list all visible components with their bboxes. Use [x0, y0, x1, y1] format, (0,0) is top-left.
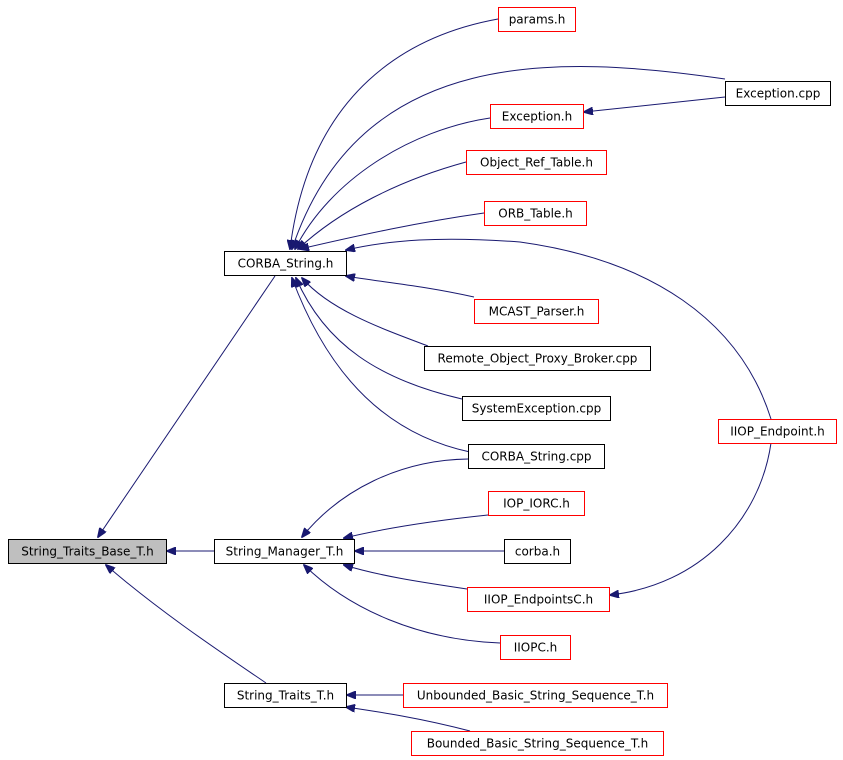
node-label-iiop-endpointsc-h: IIOP_EndpointsC.h: [484, 593, 593, 607]
node-label-object-ref-table-h: Object_Ref_Table.h: [480, 156, 593, 170]
edge-iiop-endpointsc-h-to-string-manager-t-h: [344, 565, 468, 590]
node-string-traits-t-h[interactable]: String_Traits_T.h: [224, 683, 347, 708]
node-label-string-manager-t-h: String_Manager_T.h: [226, 545, 344, 559]
node-box-corba-string-h: [224, 251, 347, 276]
edge-string-traits-t-h-to-string-traits-base-t-h: [106, 565, 267, 684]
node-label-unbounded-basic-string-sequence-t-h: Unbounded_Basic_String_Sequence_T.h: [417, 689, 654, 703]
node-corba-h[interactable]: corba.h: [504, 539, 571, 564]
node-exception-h[interactable]: Exception.h: [490, 104, 584, 129]
edge-corba-string-h-to-string-traits-base-t-h: [98, 275, 276, 537]
node-box-iiop-endpoint-h: [718, 419, 837, 444]
node-box-corba-string-cpp: [468, 444, 605, 469]
node-label-corba-string-h: CORBA_String.h: [238, 257, 334, 271]
node-label-systemexception-cpp: SystemException.cpp: [472, 402, 601, 416]
node-box-string-traits-t-h: [224, 683, 347, 708]
edge-systemexception-cpp-to-corba-string-h: [296, 278, 463, 400]
node-box-iiopc-h: [500, 635, 571, 660]
node-iiop-endpointsc-h[interactable]: IIOP_EndpointsC.h: [467, 587, 610, 612]
node-box-corba-h: [504, 539, 571, 564]
node-orb-table-h[interactable]: ORB_Table.h: [484, 201, 587, 226]
node-box-string-traits-base-t-h: [8, 539, 167, 564]
node-exception-cpp[interactable]: Exception.cpp: [725, 81, 831, 106]
node-label-remote-object-proxy-broker-cpp: Remote_Object_Proxy_Broker.cpp: [438, 352, 638, 366]
node-remote-object-proxy-broker-cpp[interactable]: Remote_Object_Proxy_Broker.cpp: [424, 346, 651, 371]
edges-layer: [98, 18, 772, 732]
node-corba-string-h[interactable]: CORBA_String.h: [224, 251, 347, 276]
node-box-orb-table-h: [484, 201, 587, 226]
node-box-exception-h: [490, 104, 584, 129]
node-box-params-h: [498, 7, 576, 32]
node-iiopc-h[interactable]: IIOPC.h: [500, 635, 571, 660]
node-box-mcast-parser-h: [474, 299, 599, 324]
node-params-h[interactable]: params.h: [498, 7, 576, 32]
edge-mcast-parser-h-to-corba-string-h: [346, 276, 475, 298]
node-iop-iorc-h[interactable]: IOP_IORC.h: [488, 491, 585, 516]
node-bounded-basic-string-sequence-t-h[interactable]: Bounded_Basic_String_Sequence_T.h: [411, 731, 664, 756]
node-label-string-traits-base-t-h: String_Traits_Base_T.h: [21, 545, 154, 559]
edge-remote-object-proxy-broker-cpp-to-corba-string-h: [302, 278, 429, 347]
edge-bounded-basic-string-sequence-t-h-to-string-traits-t-h: [346, 707, 471, 732]
edge-iop-iorc-h-to-string-manager-t-h: [344, 514, 489, 538]
node-label-iiopc-h: IIOPC.h: [514, 641, 558, 655]
node-label-iiop-endpoint-h: IIOP_Endpoint.h: [730, 425, 825, 439]
node-mcast-parser-h[interactable]: MCAST_Parser.h: [474, 299, 599, 324]
node-box-remote-object-proxy-broker-cpp: [424, 346, 651, 371]
node-string-manager-t-h[interactable]: String_Manager_T.h: [214, 539, 355, 564]
node-box-bounded-basic-string-sequence-t-h: [411, 731, 664, 756]
node-label-params-h: params.h: [509, 13, 566, 27]
node-label-corba-string-cpp: CORBA_String.cpp: [481, 450, 591, 464]
node-label-mcast-parser-h: MCAST_Parser.h: [489, 305, 585, 319]
node-label-iop-iorc-h: IOP_IORC.h: [503, 497, 570, 511]
node-label-orb-table-h: ORB_Table.h: [498, 207, 572, 221]
node-box-systemexception-cpp: [462, 396, 611, 421]
node-iiop-endpoint-h[interactable]: IIOP_Endpoint.h: [718, 419, 837, 444]
node-box-iop-iorc-h: [488, 491, 585, 516]
edge-iiop-endpoint-h-to-iiop-endpointsc-h: [610, 442, 772, 595]
node-label-corba-h: corba.h: [515, 545, 560, 559]
node-box-string-manager-t-h: [214, 539, 355, 564]
node-box-object-ref-table-h: [466, 150, 607, 175]
node-object-ref-table-h[interactable]: Object_Ref_Table.h: [466, 150, 607, 175]
nodes-layer: String_Traits_Base_T.h CORBA_String.hStri…: [8, 7, 837, 756]
node-label-string-traits-t-h: String_Traits_T.h: [237, 689, 334, 703]
edge-iiop-endpoint-h-to-corba-string-h: [346, 238, 772, 420]
node-label-bounded-basic-string-sequence-t-h: Bounded_Basic_String_Sequence_T.h: [427, 737, 649, 751]
edge-params-h-to-corba-string-h: [290, 18, 499, 249]
edge-iiopc-h-to-string-manager-t-h: [304, 565, 501, 644]
edge-corba-string-cpp-to-string-manager-t-h: [302, 458, 469, 537]
node-box-iiop-endpointsc-h: [467, 587, 610, 612]
node-systemexception-cpp[interactable]: SystemException.cpp: [462, 396, 611, 421]
node-unbounded-basic-string-sequence-t-h[interactable]: Unbounded_Basic_String_Sequence_T.h: [403, 683, 668, 708]
edge-orb-table-h-to-corba-string-h: [300, 212, 485, 249]
node-string-traits-base-t-h: String_Traits_Base_T.h: [8, 539, 167, 564]
edge-exception-h-to-corba-string-h: [295, 117, 491, 249]
node-box-exception-cpp: [725, 81, 831, 106]
edge-exception-cpp-to-exception-h: [584, 96, 726, 112]
node-label-exception-h: Exception.h: [502, 110, 572, 124]
edge-exception-cpp-to-corba-string-h: [292, 66, 726, 249]
node-label-exception-cpp: Exception.cpp: [736, 87, 821, 101]
edge-object-ref-table-h-to-corba-string-h: [298, 161, 467, 249]
edge-corba-string-cpp-to-corba-string-h: [292, 278, 471, 453]
node-box-unbounded-basic-string-sequence-t-h: [403, 683, 668, 708]
node-corba-string-cpp[interactable]: CORBA_String.cpp: [468, 444, 605, 469]
